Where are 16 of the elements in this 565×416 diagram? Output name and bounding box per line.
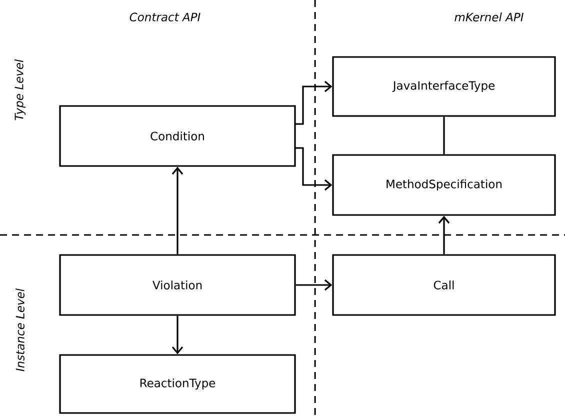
class-box: Condition [59, 105, 296, 167]
class-box: Call [332, 254, 556, 316]
arrow [438, 216, 450, 254]
class-box: MethodSpecification [332, 154, 556, 216]
arrow [172, 166, 184, 254]
section-label: Instance Level [16, 288, 24, 372]
class-box: Violation [59, 254, 296, 316]
class-box: ReactionType [59, 354, 296, 414]
class-box: JavaInterfaceType [332, 56, 556, 117]
arrow [295, 80, 332, 125]
arrow [295, 147, 332, 191]
arrow [296, 279, 332, 291]
section-label: mKernel API [454, 12, 524, 22]
section-label: Contract API [130, 12, 200, 22]
section-label: Type Level [14, 59, 26, 120]
arrow [172, 316, 184, 354]
